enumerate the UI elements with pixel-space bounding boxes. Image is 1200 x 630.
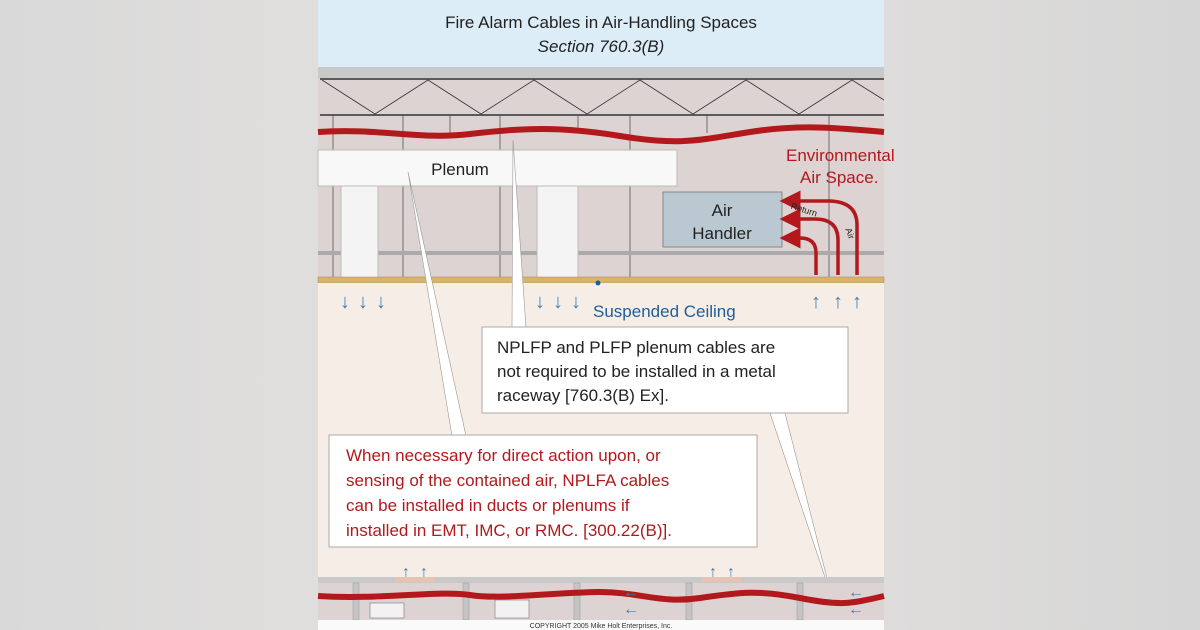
svg-text:←: ← bbox=[623, 584, 639, 601]
roof-truss bbox=[320, 78, 885, 116]
svg-text:↑: ↑ bbox=[811, 291, 821, 313]
hanger-wires bbox=[318, 115, 884, 278]
environmental-label-line2: Air Space. bbox=[800, 168, 878, 187]
callout-plenum-cables-line: NPLFP and PLFP plenum cables are bbox=[497, 338, 775, 357]
svg-text:↑: ↑ bbox=[852, 291, 862, 313]
ceiling-pointer-dot bbox=[595, 280, 601, 286]
callout-nplfa-line: When necessary for direct action upon, o… bbox=[346, 446, 661, 465]
callout-plenum-cables-line: raceway [760.3(B) Ex]. bbox=[497, 386, 669, 405]
svg-text:↓: ↓ bbox=[553, 291, 563, 313]
svg-text:←: ← bbox=[623, 601, 639, 618]
svg-text:↓: ↓ bbox=[340, 291, 350, 313]
title-band bbox=[318, 0, 884, 67]
diagram-title: Fire Alarm Cables in Air-Handling Spaces bbox=[445, 13, 757, 32]
airflow-arrows: ↓ ↓ ↓ ↓ ↓ ↓ ↑ ↑ ↑ ↑ ↑ ↑ ↑ bbox=[340, 291, 862, 581]
callout-nplfa-line: sensing of the contained air, NPLFA cabl… bbox=[346, 471, 669, 490]
plenum-duct bbox=[317, 149, 678, 279]
suspended-ceiling bbox=[317, 276, 885, 284]
floor-section: ←← ←← bbox=[317, 577, 885, 630]
air-handler bbox=[662, 191, 783, 248]
air-handler-label-line2: Handler bbox=[692, 224, 752, 243]
callout-nplfa bbox=[328, 434, 758, 548]
svg-text:↓: ↓ bbox=[376, 291, 386, 313]
diagram-subtitle: Section 760.3(B) bbox=[538, 37, 665, 56]
roof-deck bbox=[318, 67, 884, 78]
svg-text:↓: ↓ bbox=[358, 291, 368, 313]
svg-text:↑: ↑ bbox=[402, 564, 410, 581]
svg-text:↓: ↓ bbox=[571, 291, 581, 313]
copyright: COPYRIGHT 2005 Mike Holt Enterprises, In… bbox=[530, 623, 673, 630]
leader-lines bbox=[407, 139, 833, 599]
callout-nplfa-line: installed in EMT, IMC, or RMC. [300.22(B… bbox=[346, 521, 672, 540]
callout-plenum-cables-line: not required to be installed in a metal bbox=[497, 362, 776, 381]
svg-text:↑: ↑ bbox=[833, 291, 843, 313]
svg-text:←: ← bbox=[848, 601, 864, 618]
fire-alarm-cable bbox=[317, 124, 885, 145]
return-air-arrows bbox=[779, 190, 859, 275]
svg-text:↑: ↑ bbox=[727, 564, 735, 581]
svg-text:↑: ↑ bbox=[709, 564, 717, 581]
svg-text:↓: ↓ bbox=[535, 291, 545, 313]
air-handler-label-line1: Air bbox=[712, 201, 733, 220]
svg-text:←: ← bbox=[848, 584, 864, 601]
environmental-label-line1: Environmental bbox=[786, 146, 895, 165]
svg-text:↑: ↑ bbox=[420, 564, 428, 581]
plenum-label: Plenum bbox=[431, 160, 489, 179]
callout-plenum-cables bbox=[481, 326, 849, 414]
suspended-ceiling-label: Suspended Ceiling bbox=[593, 302, 736, 321]
air-label: Air bbox=[843, 227, 856, 241]
callout-nplfa-line: can be installed in ducts or plenums if bbox=[346, 496, 630, 515]
